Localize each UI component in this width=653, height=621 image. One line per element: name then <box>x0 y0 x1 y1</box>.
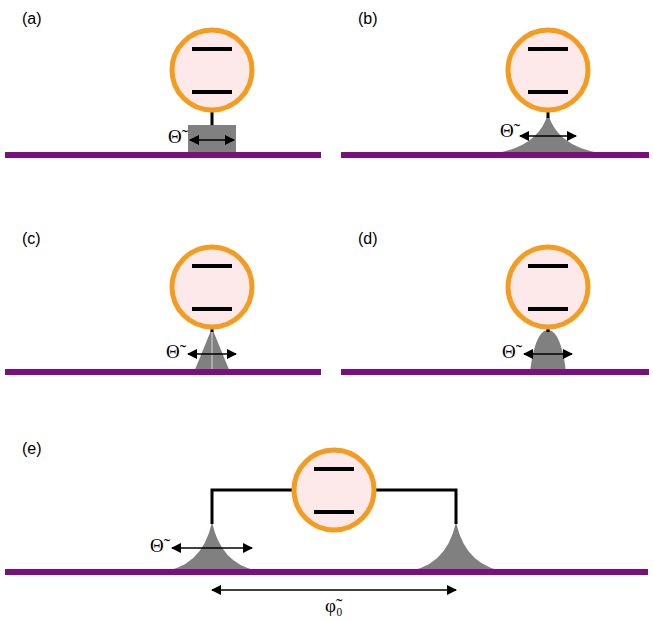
panel-e <box>5 450 648 590</box>
energy-level <box>314 467 354 471</box>
waveguide <box>341 369 649 375</box>
width-arrow <box>190 139 234 141</box>
energy-level <box>192 307 232 311</box>
width-symbol: Θ̃ <box>166 341 180 363</box>
coupling-shape <box>188 125 236 155</box>
atom-circle <box>172 30 252 110</box>
panel-c <box>5 247 321 375</box>
energy-level <box>528 90 568 94</box>
distance-arrow <box>212 589 456 591</box>
waveguide <box>341 152 649 158</box>
width-arrow <box>188 353 236 355</box>
panel-letter: (b) <box>358 10 378 28</box>
coupling-shape <box>194 328 230 372</box>
energy-level <box>314 510 354 514</box>
coupling-shape <box>401 522 511 572</box>
panel-letter: (a) <box>22 10 42 28</box>
width-arrow <box>520 135 576 137</box>
energy-level <box>528 307 568 311</box>
energy-level <box>528 264 568 268</box>
energy-level <box>528 47 568 51</box>
panel-letter: (d) <box>358 230 378 248</box>
width-symbol: Θ̃ <box>502 341 516 363</box>
atom-circle <box>294 450 374 530</box>
coupling-wire <box>212 490 294 524</box>
atom-circle <box>172 247 252 327</box>
panel-b <box>341 30 649 158</box>
coupling-shape <box>530 330 566 372</box>
waveguide <box>5 152 321 158</box>
width-arrow <box>524 353 572 355</box>
atom-circle <box>508 30 588 110</box>
energy-level <box>192 47 232 51</box>
coupling-wire <box>374 490 456 524</box>
width-arrow <box>172 547 252 549</box>
panel-letter: (e) <box>22 440 42 458</box>
shape-seam <box>212 332 213 372</box>
waveguide <box>5 569 648 575</box>
coupling-shape <box>157 522 267 572</box>
panel-d <box>341 247 649 375</box>
distance-symbol: φ̃₀ <box>325 595 343 617</box>
energy-level <box>192 90 232 94</box>
waveguide <box>5 369 321 375</box>
coupling-shape <box>478 113 618 155</box>
width-symbol: Θ̃ <box>168 126 182 148</box>
panel-a <box>5 30 321 158</box>
width-symbol: Θ̃ <box>500 120 514 142</box>
panel-letter: (c) <box>22 230 41 248</box>
energy-level <box>192 264 232 268</box>
width-symbol: Θ̃ <box>150 535 164 557</box>
atom-circle <box>508 247 588 327</box>
